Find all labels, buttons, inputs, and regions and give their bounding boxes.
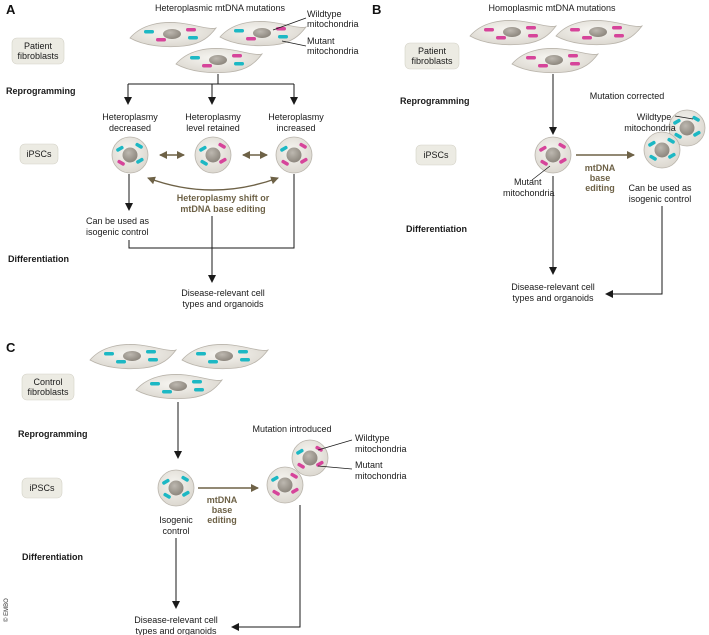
differentiation-label: Differentiation — [8, 254, 69, 264]
box-label-line2: fibroblasts — [17, 51, 59, 61]
wildtype-label-line1: Wildtype — [355, 433, 390, 443]
mutant-label-line1: Mutant — [307, 36, 335, 46]
control-label-line2: isogenic control — [86, 227, 149, 237]
mutant-label-line2: mitochondria — [307, 46, 359, 56]
outcome-label-line1: Disease-relevant cell — [134, 615, 218, 625]
wildtype-label-line2: mitochondria — [624, 123, 676, 133]
outcome-label-line2: types and organoids — [182, 299, 264, 309]
reprogramming-label: Reprogramming — [400, 96, 470, 106]
differentiation-label: Differentiation — [406, 224, 467, 234]
panel-a-letter: A — [6, 2, 16, 17]
differentiation-label: Differentiation — [22, 552, 83, 562]
mutation-corrected-label: Mutation corrected — [590, 91, 665, 101]
outcome-label-line1: Disease-relevant cell — [181, 288, 265, 298]
fibroblast-cell — [511, 47, 599, 74]
wildtype-label-line2: mitochondria — [355, 444, 407, 454]
ipsc-cell-corrected — [643, 131, 681, 169]
reprogramming-label: Reprogramming — [18, 429, 88, 439]
control-label-line1: Can be used as — [628, 183, 692, 193]
box-label-line1: Patient — [418, 46, 447, 56]
editing-label-line3: editing — [207, 515, 237, 525]
ipscs-box — [21, 477, 63, 499]
outcome-label-line2: types and organoids — [512, 293, 594, 303]
ipsc-cell-decreased — [111, 136, 149, 174]
fibroblast-cell — [219, 20, 307, 47]
ipscs-label: iPSCs — [26, 149, 52, 159]
mutant-label-line2: mitochondria — [355, 471, 407, 481]
panel-b-letter: B — [372, 2, 381, 17]
patient-fibroblasts-box — [11, 37, 65, 65]
col1-label-line2: decreased — [109, 123, 151, 133]
editing-label-line2: base — [590, 173, 611, 183]
panel-c: C Control fibroblasts Reprogramming Muta… — [3, 340, 407, 635]
fibroblast-cell — [129, 21, 217, 48]
panel-a: A Heteroplasmic mtDNA mutations Wildtype… — [6, 2, 359, 309]
shift-label-line1: Heteroplasmy shift or — [177, 193, 270, 203]
fibroblast-cell — [135, 373, 223, 400]
ipsc-cell-mutated — [291, 439, 329, 477]
mutant-pointer — [531, 165, 551, 181]
col3-label-line1: Heteroplasmy — [268, 112, 324, 122]
ipscs-box — [415, 144, 457, 166]
editing-label-line1: mtDNA — [585, 163, 616, 173]
control-to-outcome-arrow — [605, 206, 663, 298]
editing-label-line3: editing — [585, 183, 615, 193]
ipscs-label: iPSCs — [423, 150, 449, 160]
panel-a-title: Heteroplasmic mtDNA mutations — [155, 3, 286, 13]
editing-label-line2: base — [212, 505, 233, 515]
box-label-line2: fibroblasts — [27, 387, 69, 397]
wildtype-label-line1: Wildtype — [307, 9, 342, 19]
col1-label-line1: Heteroplasmy — [102, 112, 158, 122]
wildtype-pointer — [272, 17, 307, 31]
fibroblast-cell — [555, 19, 643, 46]
outcome-label-line1: Disease-relevant cell — [511, 282, 595, 292]
col2-label-line1: Heteroplasmy — [185, 112, 241, 122]
wildtype-pointer — [674, 115, 694, 120]
control-label-line1: Can be used as — [86, 216, 150, 226]
box-label-line1: Control — [33, 377, 62, 387]
col3-label-line2: increased — [276, 123, 315, 133]
shift-arc-arrow — [147, 176, 279, 191]
isogenic-label-line2: control — [162, 526, 189, 536]
mutant-pointer — [317, 465, 353, 470]
editing-label-line1: mtDNA — [207, 495, 238, 505]
ipsc-cell-mutated — [266, 466, 304, 504]
patient-fibroblasts-box — [404, 42, 460, 70]
mutant-label-line1: Mutant — [514, 177, 542, 187]
panel-b-title: Homoplasmic mtDNA mutations — [488, 3, 616, 13]
panel-b: B Homoplasmic mtDNA mutations Patient fi… — [372, 2, 706, 303]
ipscs-box — [19, 143, 59, 165]
ipsc-cell-control — [157, 469, 195, 507]
mutation-introduced-label: Mutation introduced — [252, 424, 331, 434]
wildtype-label-line2: mitochondria — [307, 19, 359, 29]
panel-c-letter: C — [6, 340, 16, 355]
fibroblast-cell — [181, 343, 269, 370]
fibroblast-cell — [175, 47, 263, 74]
ipsc-cell-mutant — [534, 136, 572, 174]
branch-connector — [128, 74, 294, 85]
box-label-line2: fibroblasts — [411, 56, 453, 66]
copyright-notice: © EMBO — [3, 598, 10, 622]
ipscs-label: iPSCs — [29, 483, 55, 493]
control-label-line2: isogenic control — [629, 194, 692, 204]
isogenic-label-line1: Isogenic — [159, 515, 193, 525]
reprogramming-label: Reprogramming — [6, 86, 76, 96]
fibroblast-cell — [469, 19, 557, 46]
box-label-line1: Patient — [24, 41, 53, 51]
wildtype-label-line1: Wildtype — [637, 112, 672, 122]
ipsc-cell-increased — [275, 136, 313, 174]
fibroblast-cell — [89, 343, 177, 370]
ipsc-cell-retained — [194, 136, 232, 174]
mutant-label-line2: mitochondria — [503, 188, 555, 198]
col2-label-line2: level retained — [186, 123, 240, 133]
wildtype-pointer — [317, 439, 353, 451]
mutant-to-outcome-arrow — [231, 505, 301, 631]
mutant-label-line1: Mutant — [355, 460, 383, 470]
shift-label-line2: mtDNA base editing — [180, 204, 265, 214]
mutant-pointer — [281, 40, 307, 47]
outcome-label-line2: types and organoids — [135, 626, 217, 635]
control-fibroblasts-box — [21, 373, 75, 401]
